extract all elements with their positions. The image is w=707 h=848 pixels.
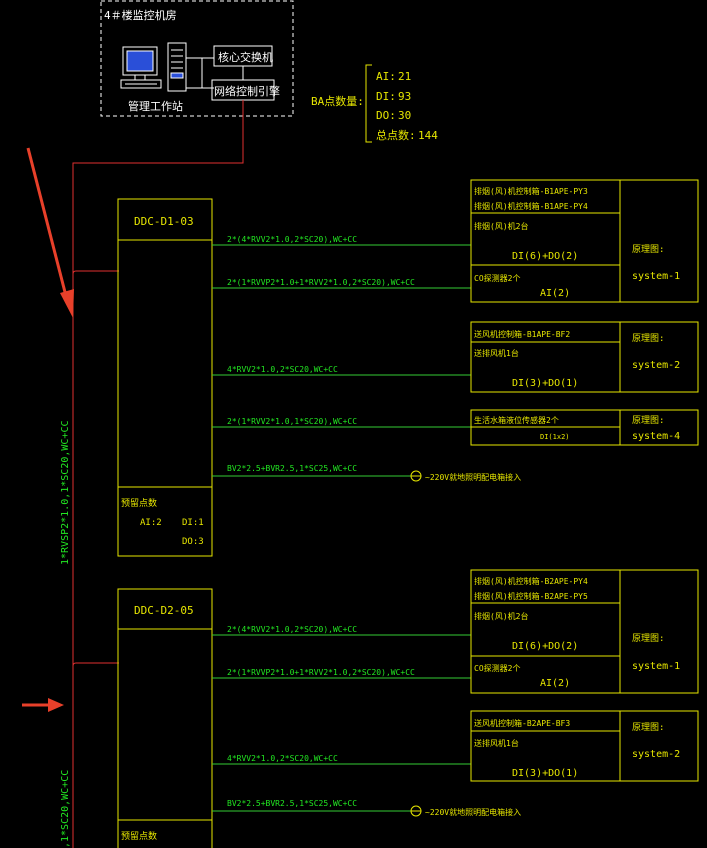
ddc2-panel-1-side-value: system-1	[632, 661, 680, 672]
ba-ai-value: 21	[398, 70, 411, 83]
ba-total-name: 总点数:	[376, 128, 416, 142]
ddc-controller-2: DDC-D2-05 预留点数	[117, 588, 213, 848]
ddc1-power-label: ~220V就地照明配电箱接入	[425, 472, 521, 482]
network-controller-label: 网络控制引擎	[214, 84, 280, 98]
ddc1-panel-2: 送风机控制箱-B1APE-BF2 送排风机1台 DI(3)+DO(1) 原理图:…	[470, 321, 699, 393]
ddc-controller-1: DDC-D1-03 预留点数 AI:2 DI:1 DO:3	[117, 198, 213, 557]
ddc1-panel-1-line-1: 排烟(风)机控制箱-B1APE-PY3	[474, 186, 588, 196]
ddc1-cables	[212, 244, 471, 477]
workstation-label: 管理工作站	[128, 99, 183, 113]
ddc1-cable-1: 2*(4*RVV2*1.0,2*SC20),WC+CC	[227, 235, 357, 244]
ba-do-value: 30	[398, 109, 411, 122]
ddc1-cable-4: 2*(1*RVV2*1.0,1*SC20),WC+CC	[227, 417, 357, 426]
ba-do-name: DO:	[376, 109, 396, 122]
ddc2-power-terminal	[410, 805, 422, 817]
ddc1-panel-2-side-value: system-2	[632, 360, 680, 371]
ddc1-panel-1-side-label: 原理图:	[632, 244, 664, 255]
ddc2-name: DDC-D2-05	[134, 604, 194, 617]
ddc1-reserve-ai: AI:2	[140, 518, 162, 528]
ba-summary: BA点数量: AI: 21 DI: 93 DO: 30 总点数: 144	[311, 64, 438, 143]
ddc1-panel-1-sub1-points: DI(6)+DO(2)	[512, 251, 578, 262]
ba-di-name: DI:	[376, 90, 396, 103]
ddc1-panel-1-line-2: 排烟(风)机控制箱-B1APE-PY4	[474, 201, 588, 211]
ddc1-cable-5: BV2*2.5+BVR2.5,1*SC25,WC+CC	[227, 464, 357, 473]
ddc1-power-terminal	[410, 470, 422, 482]
ddc1-reserve-title: 预留点数	[121, 497, 157, 509]
ddc2-panel-2: 送风机控制箱-B2APE-BF3 送排风机1台 DI(3)+DO(1) 原理图:…	[470, 710, 699, 782]
bus-cable-label-partial: ,1*SC20,WC+CC	[60, 770, 71, 848]
ddc2-panel-2-line-1: 送风机控制箱-B2APE-BF3	[474, 718, 570, 728]
ddc2-panel-1-sub2-points: AI(2)	[540, 678, 570, 689]
ddc2-panel-1-line-1: 排烟(风)机控制箱-B2APE-PY4	[474, 576, 588, 586]
ddc1-panel-1-sub2-points: AI(2)	[540, 288, 570, 299]
ddc1-panel-1: 排烟(风)机控制箱-B1APE-PY3 排烟(风)机控制箱-B1APE-PY4 …	[470, 179, 699, 303]
ddc1-panel-2-line-1: 送风机控制箱-B1APE-BF2	[474, 329, 570, 339]
ddc1-panel-3: 生活水箱液位传感器2个 DI(1x2) 原理图: system-4	[470, 409, 699, 446]
ddc2-panel-1: 排烟(风)机控制箱-B2APE-PY4 排烟(风)机控制箱-B2APE-PY5 …	[470, 569, 699, 694]
bus-cable-label: 1*RVSP2*1.0,1*SC20,WC+CC	[60, 421, 71, 566]
communication-bus	[72, 100, 244, 848]
ddc1-panel-3-line-1: 生活水箱液位传感器2个	[474, 415, 559, 425]
ddc2-cable-1: 2*(4*RVV2*1.0,2*SC20),WC+CC	[227, 625, 357, 634]
ddc1-panel-3-sub1-points: DI(1x2)	[540, 433, 570, 441]
control-room: 4＃楼监控机房 管理工作站 核心交换机 网络控制引擎	[100, 0, 294, 117]
core-switch-label: 核心交换机	[218, 50, 273, 64]
control-room-title: 4＃楼监控机房	[104, 8, 177, 22]
ddc2-panel-2-side-label: 原理图:	[632, 722, 664, 733]
ba-di-value: 93	[398, 90, 411, 103]
ddc1-panel-3-side-value: system-4	[632, 431, 680, 442]
ddc1-panel-2-sub1: 送排风机1台	[474, 348, 519, 358]
ddc1-cable-2: 2*(1*RVVP2*1.0+1*RVV2*1.0,2*SC20),WC+CC	[227, 278, 415, 287]
ddc2-panel-1-side-label: 原理图:	[632, 633, 664, 644]
ddc2-cables	[212, 634, 471, 812]
ddc2-cable-2: 2*(1*RVVP2*1.0+1*RVV2*1.0,2*SC20),WC+CC	[227, 668, 415, 677]
ddc1-reserve-do: DO:3	[182, 537, 204, 547]
ddc1-panel-2-side-label: 原理图:	[632, 333, 664, 344]
ddc1-panel-1-sub2: CO探测器2个	[474, 273, 520, 283]
ddc1-name: DDC-D1-03	[134, 215, 194, 228]
ba-total-value: 144	[418, 129, 438, 142]
ddc1-panel-1-sub1: 排烟(风)机2台	[474, 221, 528, 231]
ddc2-cable-3: 4*RVV2*1.0,2*SC20,WC+CC	[227, 754, 338, 763]
ddc2-panel-1-line-2: 排烟(风)机控制箱-B2APE-PY5	[474, 591, 588, 601]
ddc2-panel-2-sub1: 送排风机1台	[474, 738, 519, 748]
ddc2-panel-1-sub1-points: DI(6)+DO(2)	[512, 641, 578, 652]
ddc1-panel-2-sub1-points: DI(3)+DO(1)	[512, 378, 578, 389]
ddc2-panel-1-sub1: 排烟(风)机2台	[474, 611, 528, 621]
ddc2-panel-2-side-value: system-2	[632, 749, 680, 760]
ddc1-cable-3: 4*RVV2*1.0,2*SC20,WC+CC	[227, 365, 338, 374]
ddc2-cable-4: BV2*2.5+BVR2.5,1*SC25,WC+CC	[227, 799, 357, 808]
annotation-arrow-2	[22, 698, 64, 712]
ddc2-panel-1-sub2: CO探测器2个	[474, 663, 520, 673]
ddc1-reserve-di: DI:1	[182, 518, 204, 528]
ba-summary-label: BA点数量:	[311, 95, 364, 108]
ddc2-power-label: ~220V就地照明配电箱接入	[425, 807, 521, 817]
workstation-icon	[120, 42, 187, 92]
ddc1-panel-1-side-value: system-1	[632, 271, 680, 282]
ba-ai-name: AI:	[376, 70, 396, 83]
annotation-arrow-1	[26, 147, 74, 318]
ddc1-panel-3-side-label: 原理图:	[632, 415, 664, 426]
ddc2-panel-2-sub1-points: DI(3)+DO(1)	[512, 768, 578, 779]
ddc2-reserve-title: 预留点数	[121, 830, 157, 842]
